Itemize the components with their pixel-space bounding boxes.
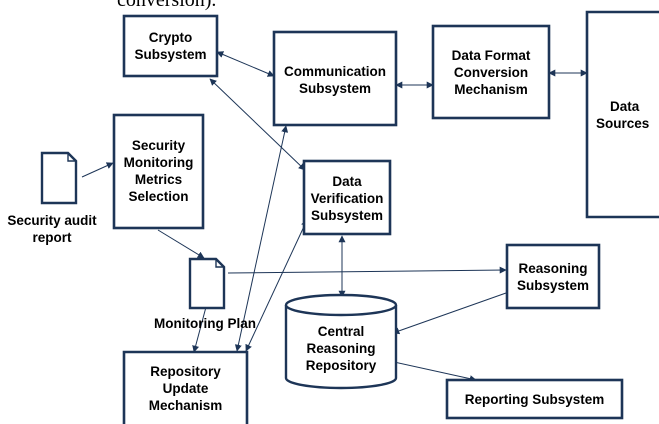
arrow-audit-selection [81, 162, 114, 178]
data-verification-subsystem-box: Data Verification Subsystem [302, 159, 392, 236]
arrow-crypto-verification [209, 78, 306, 171]
security-monitoring-line4: Selection [128, 189, 188, 204]
data-sources-box: Data Sources [585, 10, 659, 219]
communication-subsystem-box: Communication Subsystem [272, 30, 398, 127]
reasoning-subsystem-line2: Subsystem [517, 278, 589, 293]
repository-update-line1: Repository [150, 364, 221, 379]
security-audit-label-line1: Security audit [7, 213, 97, 228]
security-monitoring-line1: Security [132, 138, 186, 153]
security-monitoring-line2: Monitoring [124, 155, 194, 170]
document-icon [40, 151, 78, 205]
security-monitoring-selection-box: Security Monitoring Metrics Selection [112, 113, 205, 230]
security-audit-label-line2: report [32, 230, 72, 245]
repository-update-line2: Update [163, 381, 209, 396]
central-repository-line2: Reasoning [306, 341, 375, 356]
reporting-subsystem-box: Reporting Subsystem [445, 378, 624, 420]
central-repository-line3: Repository [306, 358, 377, 373]
data-format-line2: Conversion [454, 65, 528, 80]
security-audit-report-document: Security audit report [7, 151, 97, 245]
arrow-plan-reasoning [227, 266, 507, 274]
data-verification-line3: Subsystem [311, 208, 383, 223]
reporting-subsystem-label: Reporting Subsystem [465, 392, 605, 407]
monitoring-plan-label: Monitoring Plan [154, 316, 256, 331]
data-format-line3: Mechanism [454, 82, 528, 97]
arrow-update-verification [245, 219, 308, 352]
reasoning-subsystem-line1: Reasoning [518, 261, 587, 276]
arrow-reasoning-repository [392, 292, 507, 335]
data-sources-line2: Sources [596, 116, 649, 131]
crypto-subsystem-line2: Subsystem [134, 47, 206, 62]
arrow-crypto-communication [216, 51, 275, 77]
data-sources-line1: Data [610, 99, 640, 114]
data-format-conversion-box: Data Format Conversion Mechanism [431, 24, 551, 120]
arrow-selection-plan [157, 229, 205, 259]
monitoring-plan-document: Monitoring Plan [154, 257, 256, 331]
crypto-subsystem-line1: Crypto [149, 30, 193, 45]
communication-subsystem-line2: Subsystem [299, 81, 371, 96]
communication-subsystem-line1: Communication [284, 64, 386, 79]
data-verification-line2: Verification [311, 191, 384, 206]
caption-fragment: conversion). [117, 0, 216, 11]
repository-update-line3: Mechanism [149, 398, 223, 413]
data-verification-line1: Data [332, 174, 362, 189]
reasoning-subsystem-box: Reasoning Subsystem [505, 243, 601, 310]
document-icon [188, 257, 226, 310]
repository-update-mechanism-box: Repository Update Mechanism [122, 350, 249, 424]
security-monitoring-line3: Metrics [135, 172, 182, 187]
data-format-line1: Data Format [452, 48, 531, 63]
central-reasoning-repository-cylinder: Central Reasoning Repository [284, 293, 398, 390]
central-repository-line1: Central [318, 324, 365, 339]
crypto-subsystem-box: Crypto Subsystem [122, 14, 219, 78]
